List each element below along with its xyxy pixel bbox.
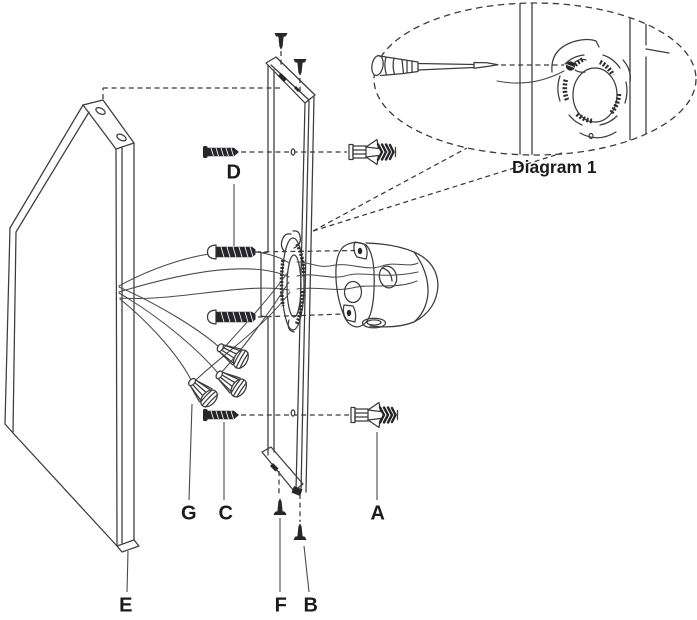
part-label-c: C [218,502,234,525]
wall-anchors [347,138,399,429]
flat-panel [4,99,140,553]
part-label-f: F [274,594,288,617]
part-label-e: E [119,594,133,617]
twist-lock-ring [551,38,631,140]
screwdriver [371,54,499,77]
part-label-g: G [180,502,198,525]
junction-box [335,241,439,329]
part-label-b: B [303,594,319,617]
part-label-d: D [226,161,242,184]
part-label-a: A [370,502,386,525]
callout-wedge [312,147,563,232]
wire-nuts [182,337,252,411]
alignment-dashes [102,51,356,522]
label-leaders [126,184,378,593]
callout-inset [371,2,697,156]
inset-caption: Diagram 1 [512,157,597,177]
machine-screws [206,244,257,325]
